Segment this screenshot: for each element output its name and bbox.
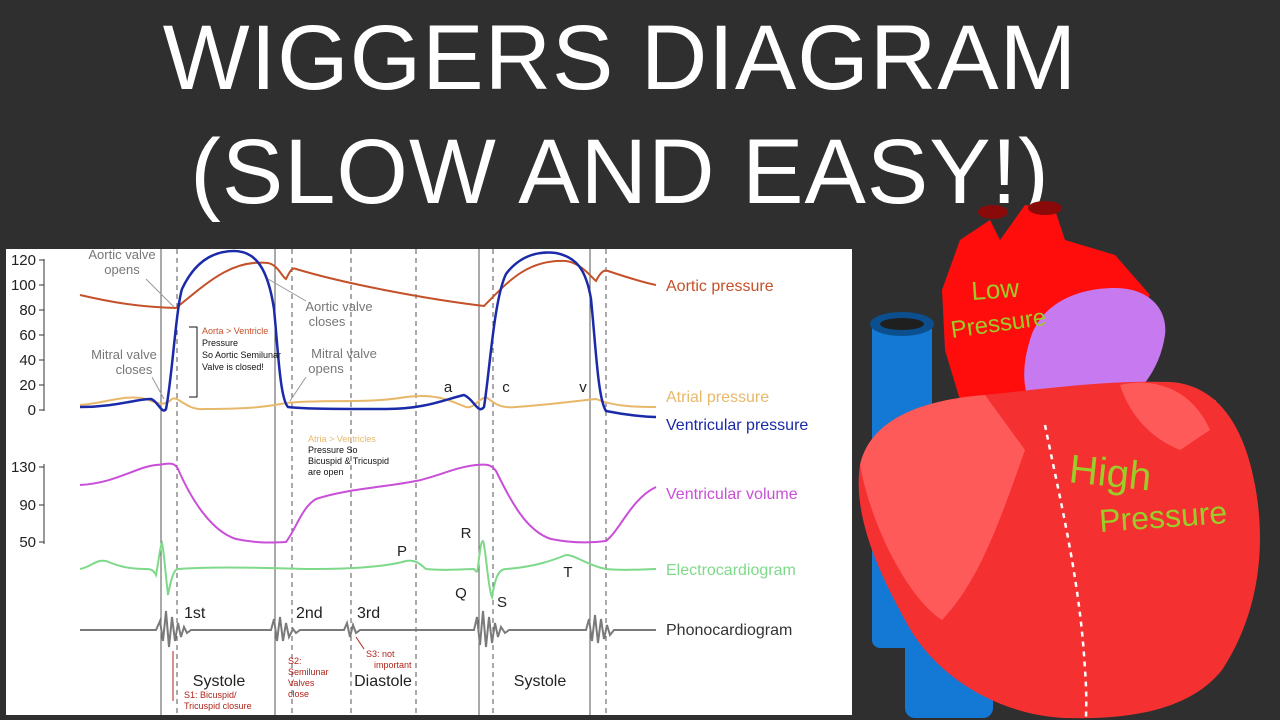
annotation-s3-2: important (374, 660, 412, 670)
aortic-opens-label-2: opens (104, 262, 140, 277)
title-line-1: WIGGERS DIAGRAM (162, 7, 1078, 109)
annotation-s2-1: S2: (288, 656, 302, 666)
pressure-tick-0: 0 (28, 402, 36, 419)
sound-1st-label: 1st (184, 605, 206, 622)
atrial-pressure-curve (79, 395, 657, 411)
electrocardiogram-label: Electrocardiogram (666, 562, 796, 579)
phase-diastole: Diastole (354, 673, 412, 690)
ventricular-volume-label: Ventricular volume (666, 486, 798, 503)
mitral-closes-label-1: Mitral valve (91, 347, 157, 362)
pressure-tick-120: 120 (11, 252, 36, 269)
aortic-closes-label-1: Aortic valve (305, 299, 372, 314)
wave-T-label: T (563, 564, 572, 581)
phonocardiogram-curve (80, 610, 656, 648)
volume-axis: 130 90 50 (11, 459, 45, 551)
heart-illustration: Low Pressure High Pressure (858, 201, 1260, 719)
annotation-s2-2: Semilunar (288, 667, 329, 677)
pressure-tick-20: 20 (19, 377, 36, 394)
annotation-aorta-1: Aorta > Ventricle (202, 326, 268, 336)
ventricular-pressure-label: Ventricular pressure (666, 417, 808, 434)
sound-2nd-label: 2nd (296, 605, 323, 622)
aortic-closes-label-2: closes (309, 314, 346, 329)
electrocardiogram-curve (79, 539, 657, 601)
wave-c-label: c (502, 379, 510, 396)
sound-3rd-label: 3rd (357, 605, 380, 622)
wave-R-label: R (461, 525, 472, 542)
wave-P-label: P (397, 543, 407, 560)
annotation-atria-4: are open (308, 467, 344, 477)
pressure-tick-100: 100 (11, 277, 36, 294)
pressure-tick-60: 60 (19, 327, 36, 344)
aortic-pressure-label: Aortic pressure (666, 278, 774, 295)
wave-v-label: v (579, 379, 587, 396)
annotation-aorta-3: So Aortic Semilunar (202, 350, 281, 360)
annotation-atria-1: Atria > Ventricles (308, 434, 376, 444)
phonocardiogram-label: Phonocardiogram (666, 622, 792, 639)
pressure-axis: 120 100 80 60 40 20 0 (11, 252, 45, 419)
septum-line (1043, 424, 1088, 719)
pressure-tick-40: 40 (19, 352, 36, 369)
dashed-lines (176, 249, 607, 715)
wave-S-label: S (497, 594, 507, 611)
annotation-aorta-2: Pressure (202, 338, 238, 348)
heart-high-label-2: Pressure (1098, 494, 1228, 539)
annotation-s2-3: Valves (288, 678, 315, 688)
aortic-pressure-curve (79, 259, 657, 310)
annotation-atria-3: Bicuspid & Tricuspid (308, 456, 389, 466)
aortic-opens-label-1: Aortic valve (88, 249, 155, 262)
pressure-tick-80: 80 (19, 302, 36, 319)
annotation-s3-1: S3: not (366, 649, 395, 659)
phase-systole-2: Systole (514, 673, 567, 690)
annotation-atria-2: Pressure So (308, 445, 358, 455)
volume-tick-50: 50 (19, 534, 36, 551)
right-ventricle-shade (860, 395, 1025, 620)
heart-high-label-1: High (1067, 447, 1153, 499)
annotation-aorta-4: Valve is closed! (202, 362, 264, 372)
annotation-s1-1: S1: Bicuspid/ (184, 690, 237, 700)
event-lines (160, 249, 591, 715)
left-auricle (1120, 382, 1210, 450)
ventricular-volume-curve (79, 462, 657, 544)
volume-tick-130: 130 (11, 459, 36, 476)
heart-low-label-1: Low (970, 273, 1020, 306)
atrial-pressure-label: Atrial pressure (666, 389, 769, 406)
wave-a-label: a (444, 379, 453, 396)
volume-tick-90: 90 (19, 497, 36, 514)
annotation-s2-4: close (288, 689, 309, 699)
wave-Q-label: Q (455, 585, 467, 602)
title-line-2: (SLOW AND EASY!) (190, 121, 1050, 223)
mitral-opens-label-1: Mitral valve (311, 346, 377, 361)
mitral-opens-label-2: opens (308, 361, 344, 376)
mitral-closes-label-2: closes (116, 362, 153, 377)
ventricular-pressure-curve (79, 249, 657, 419)
annotation-s1-2: Tricuspid closure (184, 701, 252, 711)
wiggers-diagram: 120 100 80 60 40 20 0 130 90 50 (11, 247, 808, 715)
phase-systole-1: Systole (193, 673, 246, 690)
wiggers-diagram-panel: 120 100 80 60 40 20 0 130 90 50 (6, 247, 852, 715)
